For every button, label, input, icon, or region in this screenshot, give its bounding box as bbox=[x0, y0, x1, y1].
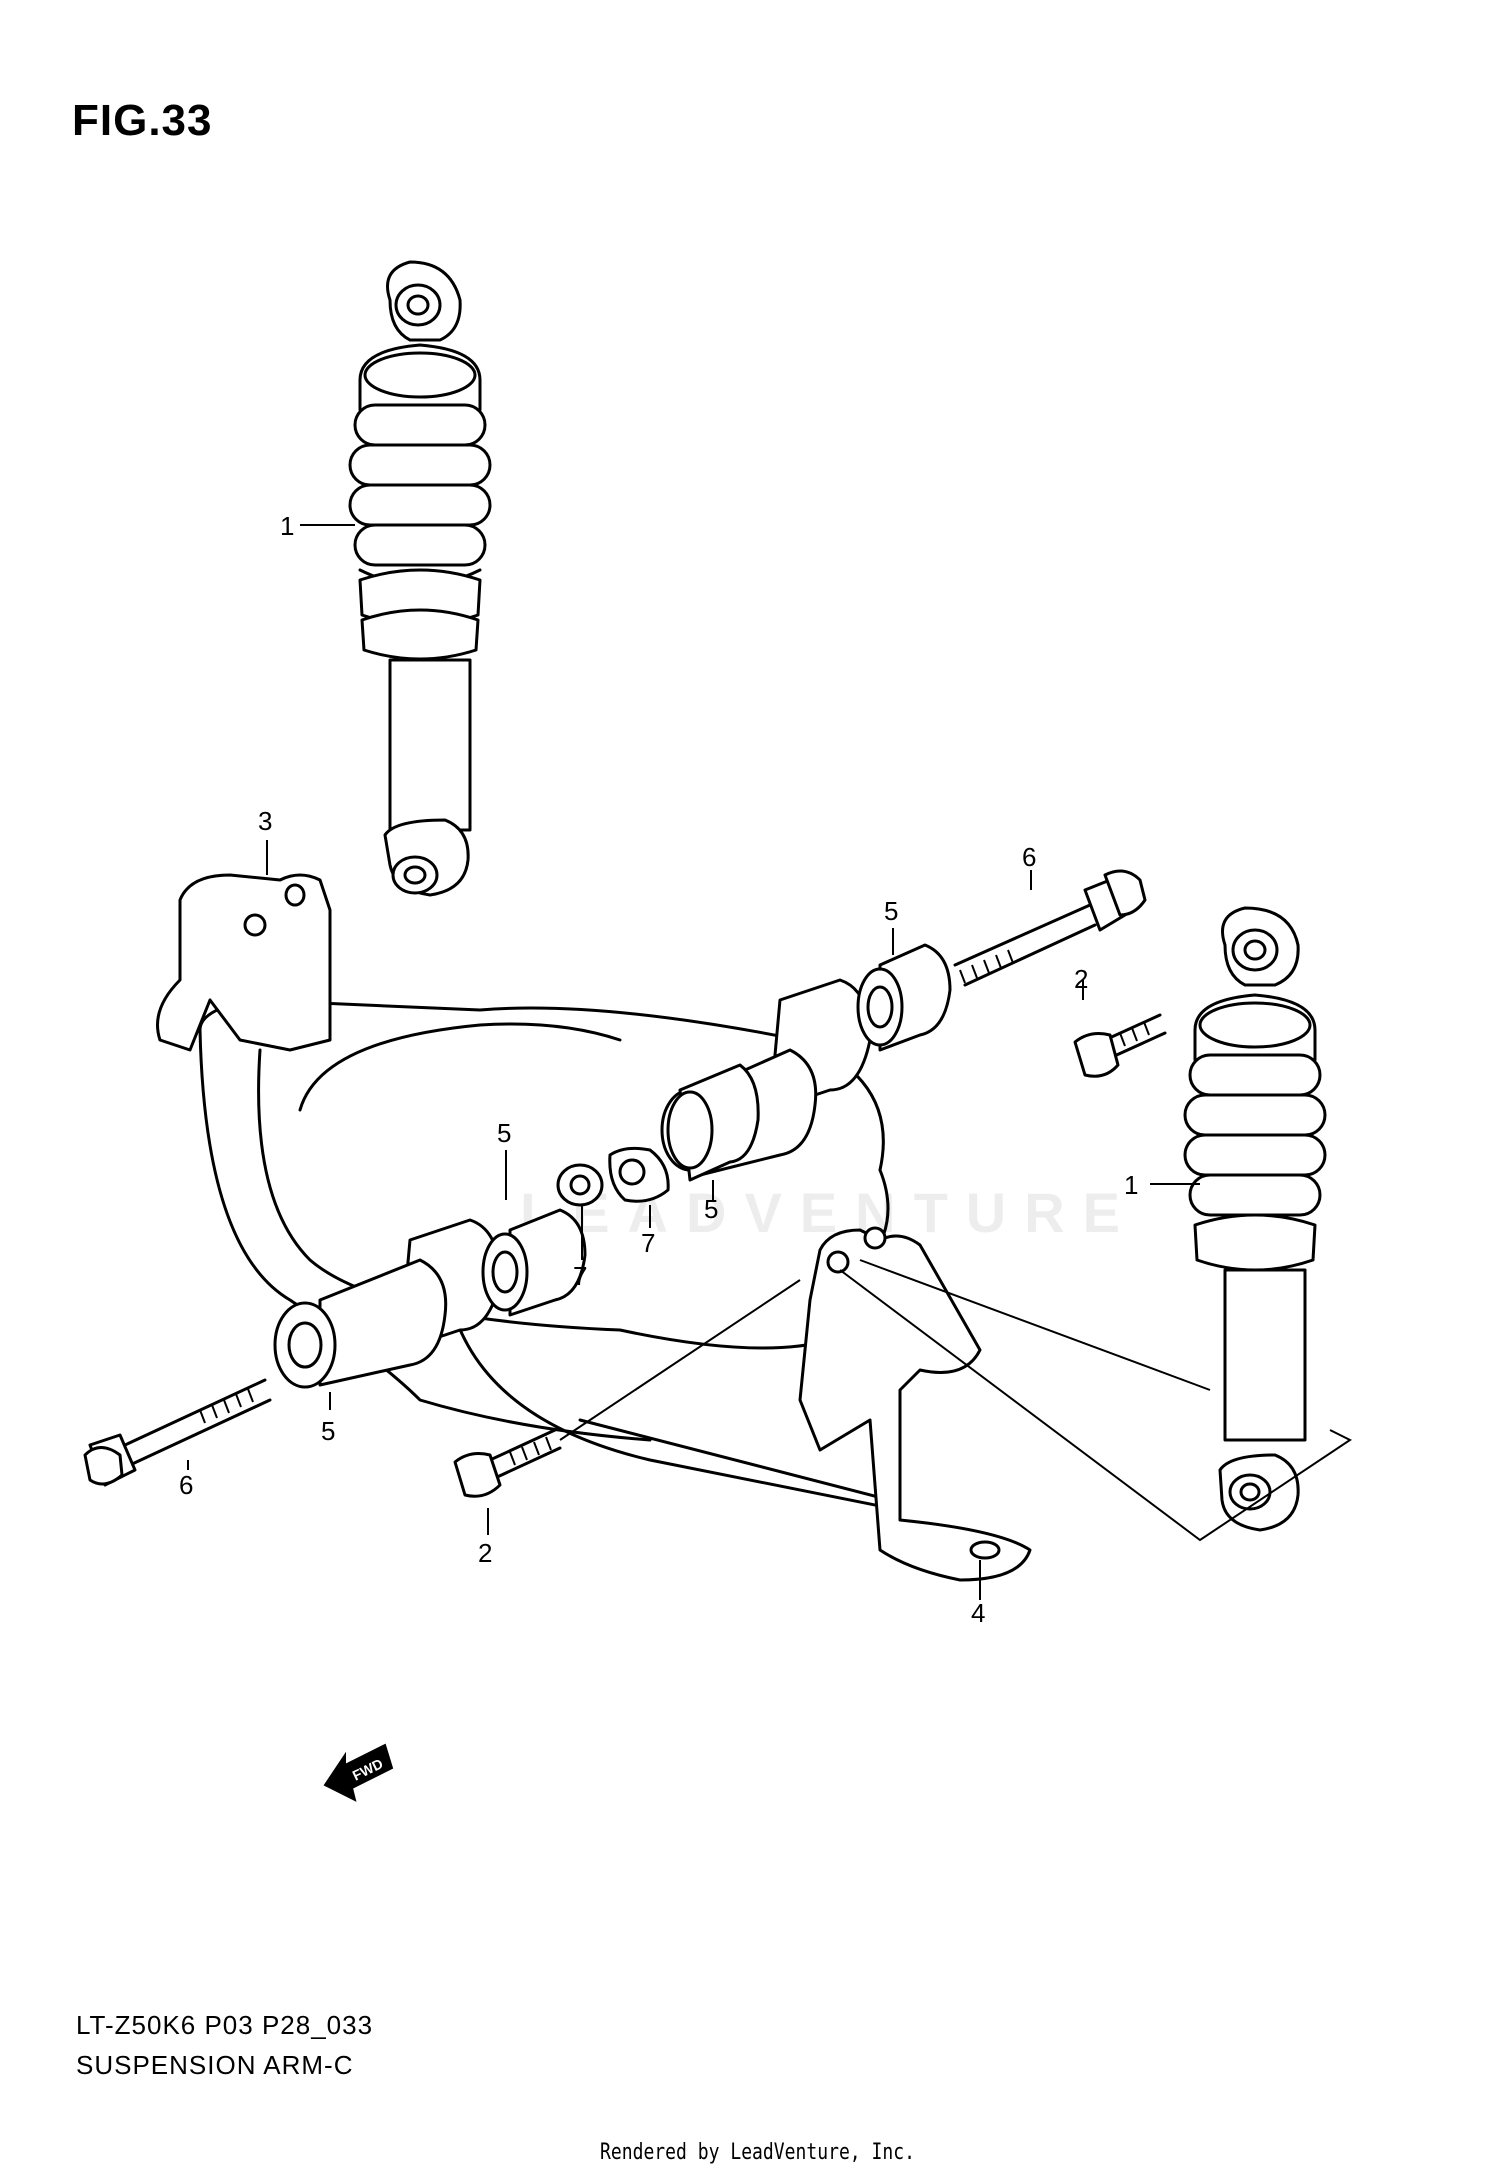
callout-shock-right: 1 bbox=[1124, 1170, 1138, 1200]
bracket-right bbox=[798, 1226, 1032, 1582]
callout-pivot-bolt-right: 6 bbox=[1022, 842, 1036, 872]
callout-bolt-center: 2 bbox=[478, 1538, 492, 1568]
callout-bushing-upper: 5 bbox=[884, 896, 898, 926]
model-code: LT-Z50K6 P03 P28_033 bbox=[76, 2010, 374, 2040]
bracket-left bbox=[156, 873, 332, 1052]
callout-bracket-left: 3 bbox=[258, 806, 272, 836]
bolt-center bbox=[453, 1428, 562, 1498]
pivot-tube-lower bbox=[273, 1218, 502, 1389]
callout-shock-left: 1 bbox=[280, 511, 294, 541]
shock-absorber-right bbox=[1183, 906, 1327, 1532]
callout-labels: 1 1 2 2 3 4 5 5 5 5 6 6 7 7 bbox=[179, 511, 1138, 1628]
pivot-bolt-left bbox=[83, 1378, 272, 1487]
callout-spacer-left: 7 bbox=[573, 1261, 587, 1291]
pivot-bolt-right bbox=[953, 869, 1147, 987]
bushing-middle bbox=[481, 1208, 587, 1317]
callout-bushing-middle-upper: 5 bbox=[704, 1194, 718, 1224]
section-title: SUSPENSION ARM-C bbox=[76, 2050, 354, 2080]
callout-bolt-right: 2 bbox=[1074, 964, 1088, 994]
reference-lines bbox=[559, 1259, 1352, 1542]
callout-spacer-right: 7 bbox=[641, 1228, 655, 1258]
spacer-left bbox=[556, 1163, 604, 1207]
callout-pivot-bolt-left: 6 bbox=[179, 1470, 193, 1500]
callout-bushing-lower: 5 bbox=[321, 1416, 335, 1446]
render-credit: Rendered by LeadVenture, Inc. bbox=[600, 2140, 915, 2165]
figure-title: FIG.33 bbox=[72, 96, 213, 145]
bushing-upper bbox=[856, 943, 952, 1052]
fwd-arrow: FWD bbox=[323, 1743, 394, 1802]
callout-bracket-right: 4 bbox=[971, 1598, 985, 1628]
callout-bushing-middle: 5 bbox=[497, 1118, 511, 1148]
shock-absorber-left bbox=[348, 260, 492, 897]
leader-lines bbox=[187, 524, 1200, 1600]
spacer-right bbox=[608, 1146, 670, 1203]
bolt-right bbox=[1073, 1013, 1167, 1078]
bushing-upper-mid bbox=[666, 1063, 760, 1182]
